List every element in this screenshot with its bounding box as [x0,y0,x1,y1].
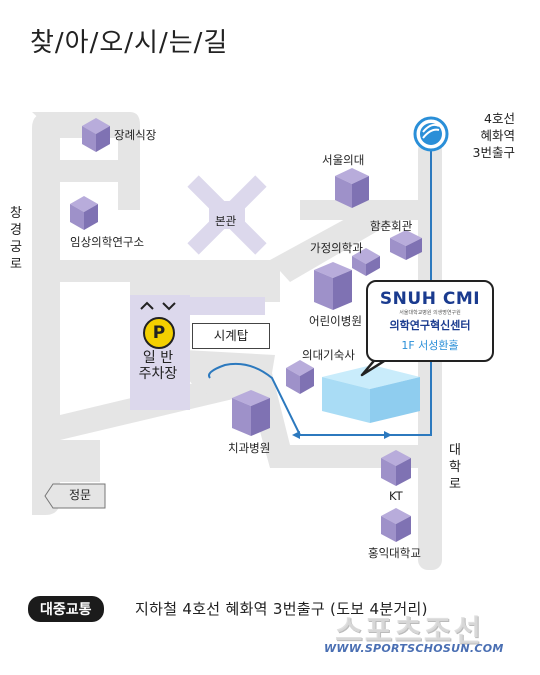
road-label-changgyeong: 창 경 궁 로 [10,206,22,272]
label-hamchun: 함춘회관 [370,219,413,233]
parking-building-top [180,297,265,315]
cube-hongik [381,508,411,542]
label-children: 어린이병원 [309,314,362,328]
snuh-cmi-logo: SNUH CMI [379,289,481,309]
transit-badge: 대중교통 [28,596,104,622]
watermark-url: WWW.SPORTSCHOSUN.COM [324,642,504,655]
parking-label: 일 반 주차장 [132,350,184,382]
parking-label-line1: 일 반 [142,350,174,366]
road-station-top [300,200,420,220]
station-line: 4호선 [484,111,515,126]
parking-icon: P [143,317,175,349]
clock-tower: 시계탑 [192,323,270,349]
label-hongik: 홍익대학교 [368,546,421,560]
target-building [322,365,420,423]
road-changgyeong [32,112,60,515]
main-gate-shape [44,483,106,509]
parking-arrows [140,301,176,311]
cube-dormitory [286,360,314,394]
main-building [187,175,267,255]
station-label: 4호선 혜화역 3번출구 [455,110,515,161]
destination-callout: SNUH CMI 서울대학교병원 의생명연구원 의학연구혁신센터 1F 서성환홀 [366,280,494,362]
road-top [32,112,140,210]
page-title: 찾/아/오/시/는/길 [30,28,229,58]
road-inner-left-2 [60,260,280,282]
label-clinical: 임상의학연구소 [70,235,145,249]
cube-surgery [352,248,380,276]
callout-floor: 1F 서성환홀 [401,339,459,352]
road-gate [60,440,100,482]
buildings-cubes [70,118,422,542]
label-kt: KT [389,489,403,503]
road-loop [182,350,275,395]
label-surgery: 가정의학과 [310,241,363,255]
label-seoulmed: 서울의대 [322,153,365,167]
cube-funeral [82,118,110,152]
label-dental: 치과병원 [228,441,271,455]
callout-org: 서울대학교병원 의생명연구원 [399,310,461,316]
parking-label-line2: 주차장 [138,366,178,382]
route-arrows [292,431,392,439]
station-exit: 3번출구 [472,145,515,160]
walking-route [208,148,432,436]
subway-icon [413,116,449,152]
callout-center-name: 의학연구혁신센터 [389,319,471,332]
label-main: 본관 [215,214,237,228]
station-name: 혜화역 [480,128,515,143]
cube-children [314,262,352,310]
label-main-gate: 정문 [68,488,92,502]
label-dormitory: 의대기숙사 [302,348,355,362]
road-diagonal [270,200,400,282]
watermark-brand: 스포츠조선 [335,614,483,649]
transit-directions: 지하철 4호선 혜화역 3번출구 (도보 4분거리) [135,600,428,618]
label-funeral: 장례식장 [114,128,157,142]
cube-clinical [70,196,98,230]
road-label-daehak: 대 학 로 [449,443,461,492]
cube-seoulmed [335,168,369,208]
cube-hamchun [390,230,422,260]
cube-dental [232,390,270,436]
cube-kt [381,450,411,486]
road-inner-left [60,160,130,182]
